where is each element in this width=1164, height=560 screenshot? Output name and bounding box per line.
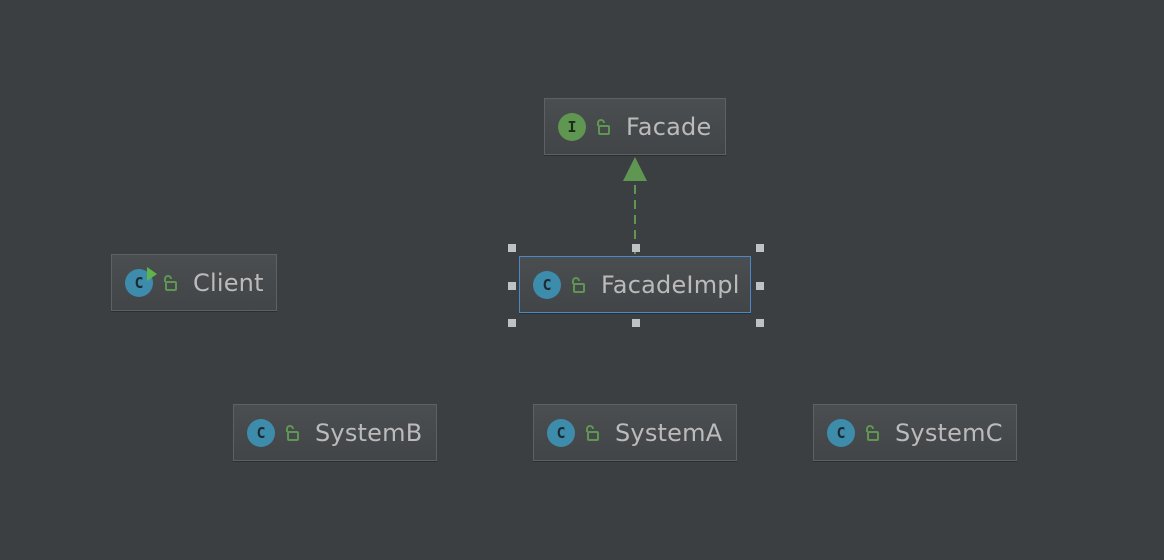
class-icon: C — [547, 418, 575, 447]
node-client[interactable]: C Client — [111, 254, 277, 311]
class-icon: C — [827, 418, 855, 447]
interface-icon: I — [558, 112, 586, 141]
resize-handle-top-left[interactable] — [508, 244, 516, 252]
unlocked-icon — [586, 424, 599, 441]
unlocked-icon — [572, 276, 585, 293]
class-icon: C — [533, 270, 561, 299]
resize-handle-left[interactable] — [508, 282, 516, 290]
class-icon: C — [247, 418, 275, 447]
unlocked-icon — [597, 118, 610, 135]
node-label: SystemA — [615, 418, 723, 447]
node-label: Facade — [626, 112, 712, 141]
resize-handle-top[interactable] — [632, 244, 640, 252]
node-systemb[interactable]: C SystemB — [233, 404, 437, 461]
class-runnable-icon: C — [125, 266, 157, 297]
implements-arrowhead — [623, 157, 647, 181]
node-label: Client — [193, 268, 264, 297]
resize-handle-top-right[interactable] — [756, 244, 764, 252]
node-label: SystemB — [315, 418, 423, 447]
node-systemc[interactable]: C SystemC — [813, 404, 1017, 461]
resize-handle-bottom-left[interactable] — [508, 319, 516, 327]
run-icon — [147, 266, 157, 281]
unlocked-icon — [164, 274, 177, 291]
node-systema[interactable]: C SystemA — [533, 404, 737, 461]
resize-handle-bottom[interactable] — [632, 319, 640, 327]
node-facade[interactable]: I Facade — [544, 98, 726, 155]
node-facadeimpl[interactable]: C FacadeImpl — [519, 256, 751, 313]
node-label: SystemC — [895, 418, 1003, 447]
unlocked-icon — [866, 424, 879, 441]
resize-handle-right[interactable] — [756, 282, 764, 290]
unlocked-icon — [286, 424, 299, 441]
node-label: FacadeImpl — [601, 270, 740, 299]
resize-handle-bottom-right[interactable] — [756, 319, 764, 327]
